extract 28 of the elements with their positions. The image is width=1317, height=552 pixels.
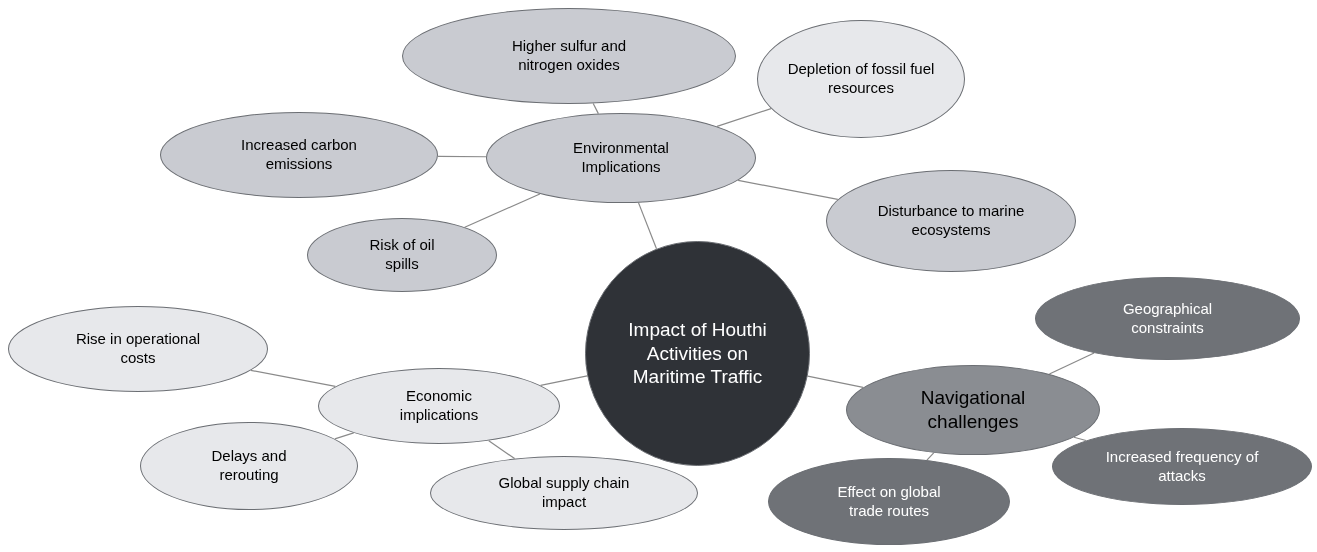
node-label: Rise in operational costs bbox=[74, 330, 202, 368]
connector-line bbox=[737, 179, 839, 200]
node-label: Geographical constraints bbox=[1121, 299, 1214, 338]
node-label: Risk of oil spills bbox=[368, 236, 436, 274]
node-label: Effect on global trade routes bbox=[836, 482, 942, 521]
node-label: Environmental Implications bbox=[572, 139, 670, 177]
node-label: Increased frequency of attacks bbox=[1104, 447, 1260, 486]
connector-line bbox=[437, 155, 487, 158]
connector-line bbox=[334, 432, 355, 440]
node-label: Disturbance to marine ecosystems bbox=[876, 202, 1026, 240]
node-label: Navigational challenges bbox=[919, 386, 1027, 434]
connector-line bbox=[592, 102, 599, 115]
node-label: Higher sulfur and nitrogen oxides bbox=[510, 37, 628, 75]
node-label: Economic implications bbox=[398, 387, 480, 425]
node-label: Global supply chain impact bbox=[497, 474, 631, 512]
connector-line bbox=[540, 375, 588, 386]
connector-line bbox=[464, 193, 541, 228]
connector-line bbox=[250, 369, 336, 387]
node-label: Delays and rerouting bbox=[210, 447, 288, 485]
node-label: Impact of Houthi Activities on Maritime Traffic bbox=[627, 317, 768, 390]
connector-line bbox=[1048, 352, 1095, 375]
connector-line bbox=[1073, 436, 1087, 442]
connector-line bbox=[637, 202, 658, 250]
node-label: Depletion of fossil fuel resources bbox=[786, 60, 936, 98]
connector-line bbox=[807, 375, 864, 389]
connector-line bbox=[716, 108, 772, 127]
node-label: Increased carbon emissions bbox=[240, 136, 358, 174]
connector-line bbox=[488, 440, 516, 460]
